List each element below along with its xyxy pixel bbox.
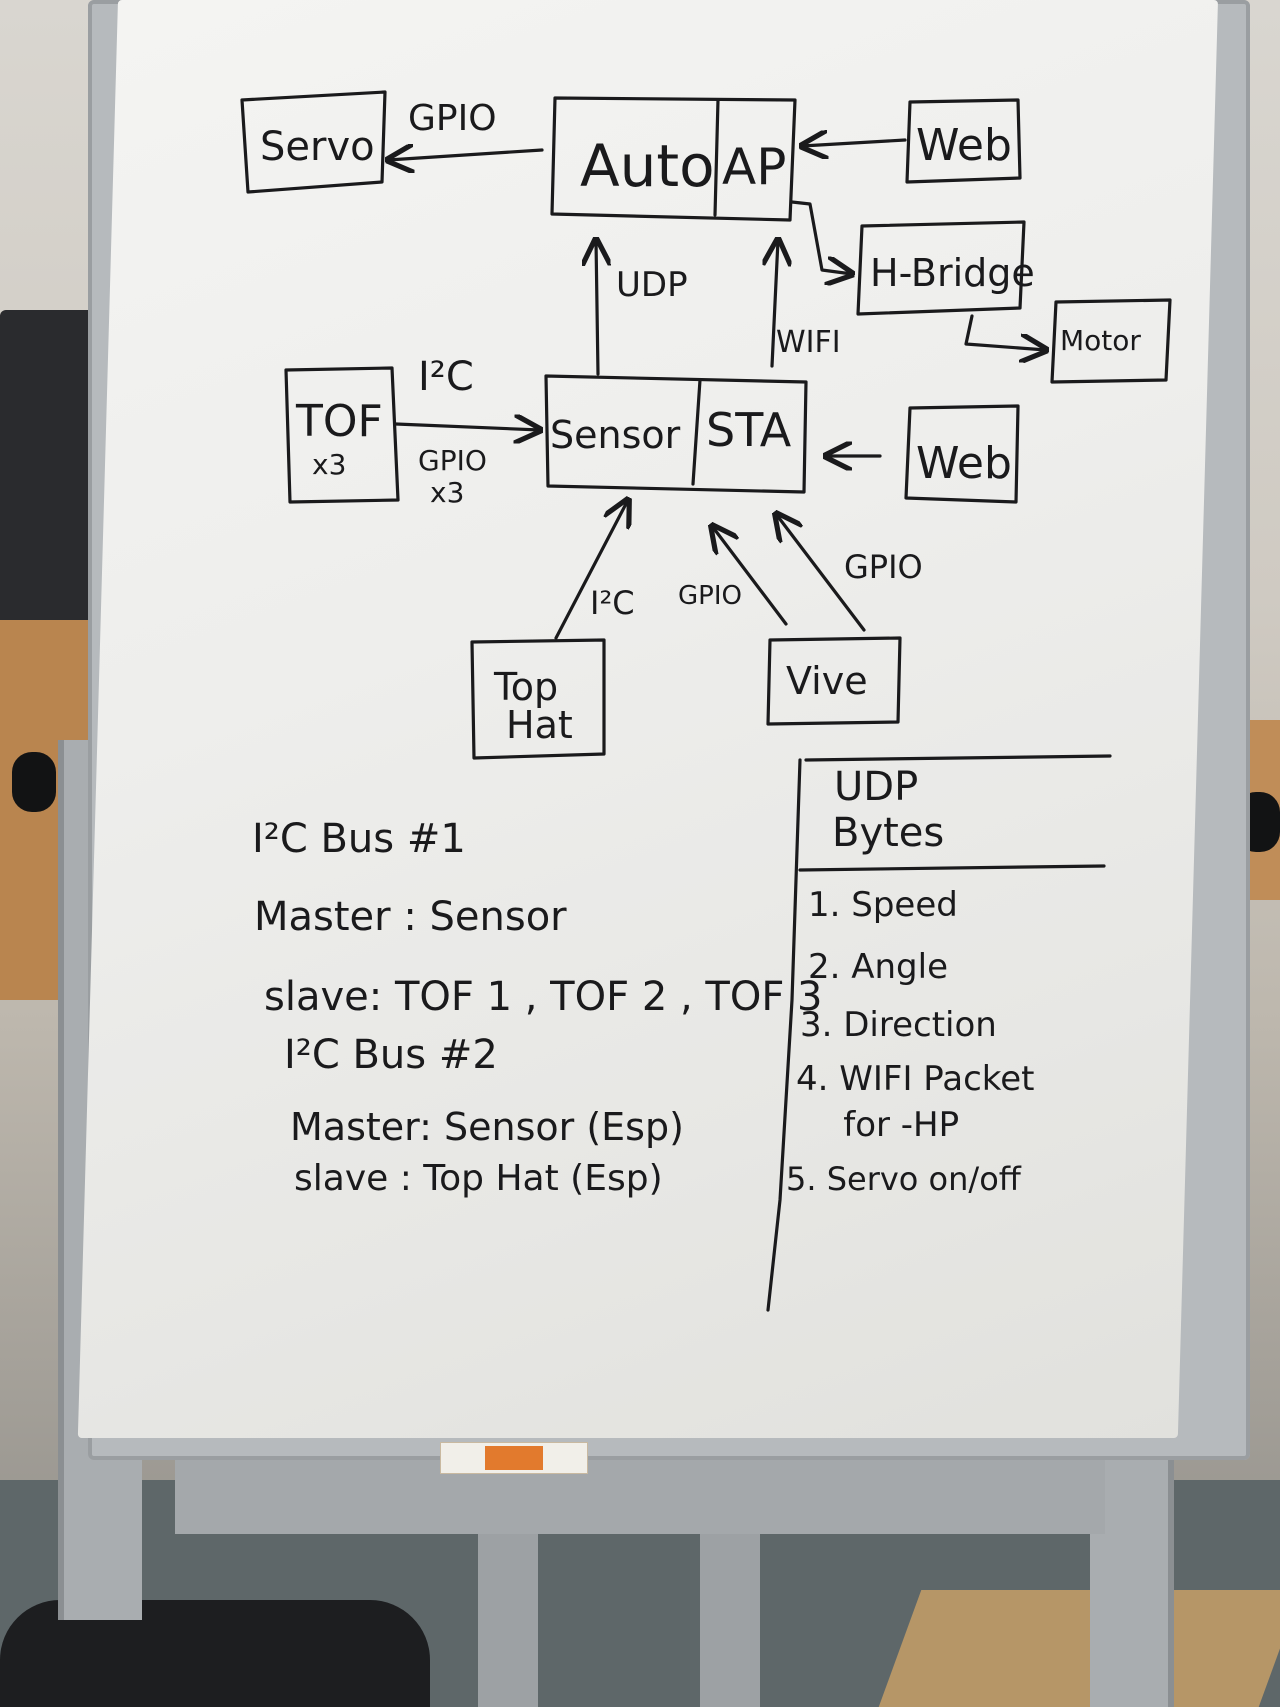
udp-item: 1. Speed xyxy=(808,885,958,925)
motor-box xyxy=(1050,298,1172,384)
caution-label xyxy=(440,1442,588,1474)
udp-table-top-line xyxy=(804,754,1112,762)
stand-knob[interactable] xyxy=(12,752,56,812)
udp-table-header-line1: UDP xyxy=(834,764,918,810)
i2c-tophat-label: I²C xyxy=(590,584,635,622)
arrow-vive-to-sta xyxy=(776,514,866,632)
udp-item: 2. Angle xyxy=(808,947,948,987)
web-mid-box xyxy=(904,404,1020,504)
udp-table-header-line xyxy=(798,864,1106,872)
sensor-sta-divider xyxy=(691,378,702,486)
arrow-auto-to-servo xyxy=(388,150,544,160)
sta-label: STA xyxy=(706,403,792,457)
bus2-master: Master: Sensor (Esp) xyxy=(290,1105,684,1149)
bus2-slave: slave : Top Hat (Esp) xyxy=(294,1158,663,1199)
servo-box xyxy=(240,90,387,194)
i2c-tof-label: I²C xyxy=(418,354,474,400)
auto-ap-divider xyxy=(713,98,720,217)
tof-count-label: x3 xyxy=(312,448,346,481)
arrow-web-to-ap xyxy=(802,140,907,146)
tophat-box xyxy=(470,638,606,760)
vive-box xyxy=(766,636,902,726)
udp-item: 5. Servo on/off xyxy=(786,1160,1022,1198)
auto-label: Auto xyxy=(580,132,715,200)
arrow-hbridge-to-motor xyxy=(964,314,1046,350)
bus1-master: Master : Sensor xyxy=(254,894,567,940)
udp-item: 4. WIFI Packet xyxy=(796,1059,1035,1099)
arrow-vive-to-sensor xyxy=(712,526,788,626)
arrow-ap-to-hbridge xyxy=(790,200,852,274)
vive-label: Vive xyxy=(786,659,868,703)
arrow-sensor-to-auto-udp xyxy=(596,240,598,376)
udp-label: UDP xyxy=(616,265,688,305)
udp-table-left-line xyxy=(766,758,802,1312)
hbridge-label: H-Bridge xyxy=(870,251,1035,295)
arrow-sta-to-ap-wifi xyxy=(772,240,778,368)
arrow-tof-to-sensor xyxy=(394,424,540,430)
gpio-tof-label-line2: x3 xyxy=(430,476,464,509)
web-top-label: Web xyxy=(916,120,1012,171)
hbridge-box xyxy=(856,220,1026,316)
gpio-tof-label-line1: GPIO xyxy=(418,444,487,477)
web-mid-label: Web xyxy=(916,438,1012,489)
auto-ap-box xyxy=(550,96,797,222)
gpio-vive-left-label: GPIO xyxy=(678,581,742,611)
udp-item: 3. Direction xyxy=(800,1005,997,1045)
bus1-slave: slave: TOF 1 , TOF 2 , TOF 3 xyxy=(264,974,823,1020)
tophat-label-line2: Hat xyxy=(506,703,573,747)
udp-table-header-line2: Bytes xyxy=(832,810,944,856)
tof-label: TOF xyxy=(295,396,383,447)
gpio-vive-right-label: GPIO xyxy=(844,548,923,586)
sensor-label: Sensor xyxy=(550,413,681,457)
servo-label: Servo xyxy=(260,124,375,170)
tophat-label-line1: Top xyxy=(493,665,558,709)
bus1-title: I²C Bus #1 xyxy=(252,816,466,862)
gpio-servo-label: GPIO xyxy=(408,98,497,139)
tof-box xyxy=(284,366,400,504)
web-top-box xyxy=(905,98,1022,184)
ap-label: AP xyxy=(722,138,786,196)
arrow-tophat-to-sensor xyxy=(554,500,628,640)
wifi-label: WIFI xyxy=(776,325,841,360)
sensor-sta-box xyxy=(544,374,808,494)
stand-leg xyxy=(700,1500,760,1707)
udp-item: for -HP xyxy=(800,1105,959,1145)
stand-leg xyxy=(478,1500,538,1707)
bus2-title: I²C Bus #2 xyxy=(284,1032,498,1078)
motor-label: Motor xyxy=(1060,324,1141,357)
